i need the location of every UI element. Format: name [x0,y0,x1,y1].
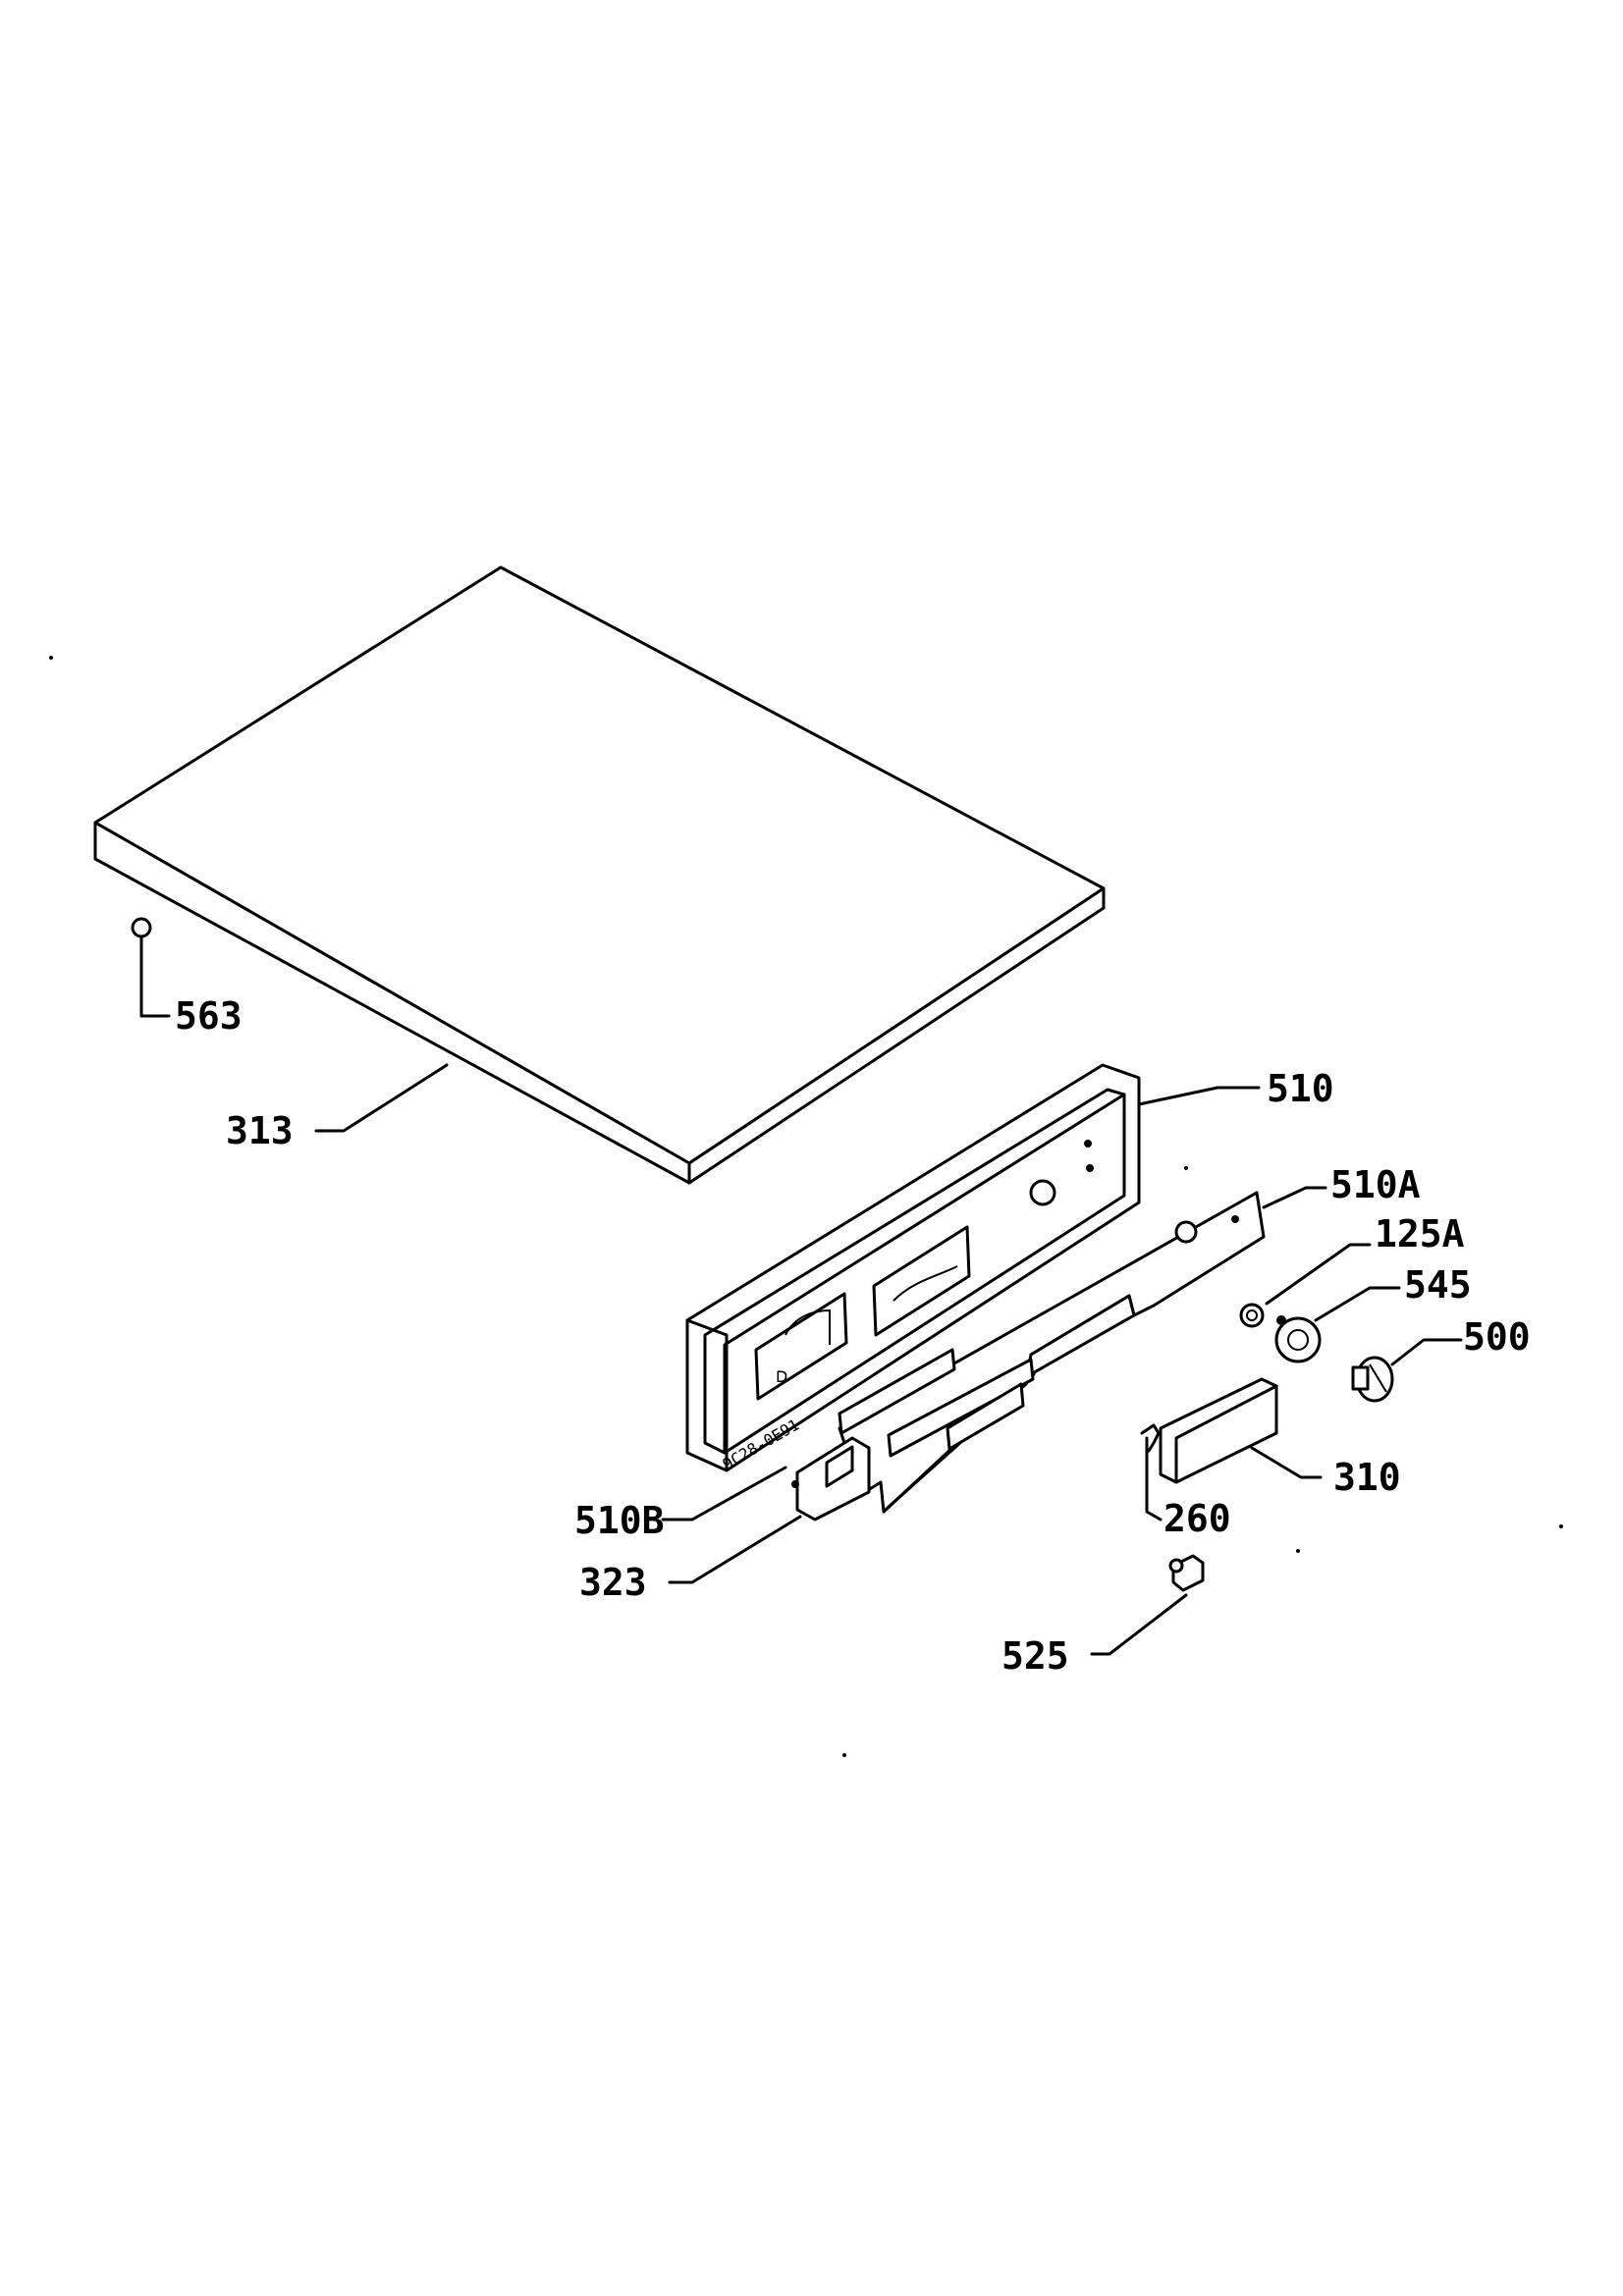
svg-text:ᗞ: ᗞ [776,1367,787,1386]
leader-313 [314,1063,449,1133]
leader-525 [1090,1593,1188,1656]
part-260-clip [1140,1423,1163,1522]
callout-510a: 510A [1330,1163,1421,1206]
leader-310 [1250,1446,1323,1479]
leader-545 [1314,1286,1401,1322]
callout-310: 310 [1333,1456,1401,1499]
callout-563: 563 [175,994,243,1038]
leader-323 [668,1515,802,1584]
callout-313: 313 [226,1109,294,1152]
part-323-switch [791,1436,871,1522]
leader-510b [661,1466,787,1522]
leader-510 [1137,1086,1261,1106]
leader-510a [1262,1186,1327,1209]
part-313-top-panel [93,565,1106,1185]
part-545-knob-disc [1274,1315,1322,1363]
leader-500 [1390,1338,1463,1366]
part-563-screw [131,917,171,1018]
callout-510: 510 [1267,1067,1334,1110]
part-510a-panel-insert [838,1191,1266,1514]
callout-510b: 510B [574,1499,665,1542]
part-525-holder [1168,1554,1205,1592]
callout-125a: 125A [1375,1212,1465,1255]
part-500-knob [1351,1356,1394,1403]
callout-323: 323 [579,1561,647,1604]
callout-260: 260 [1163,1497,1231,1540]
callout-500: 500 [1463,1315,1531,1359]
part-510-control-panel: ᗞ [685,1063,1141,1472]
leader-125a [1265,1243,1372,1306]
callout-545: 545 [1404,1263,1472,1307]
callout-525: 525 [1001,1634,1069,1678]
scan-specks [49,656,1563,1757]
part-310-cover [1159,1377,1278,1484]
part-125a-nut [1239,1303,1265,1328]
